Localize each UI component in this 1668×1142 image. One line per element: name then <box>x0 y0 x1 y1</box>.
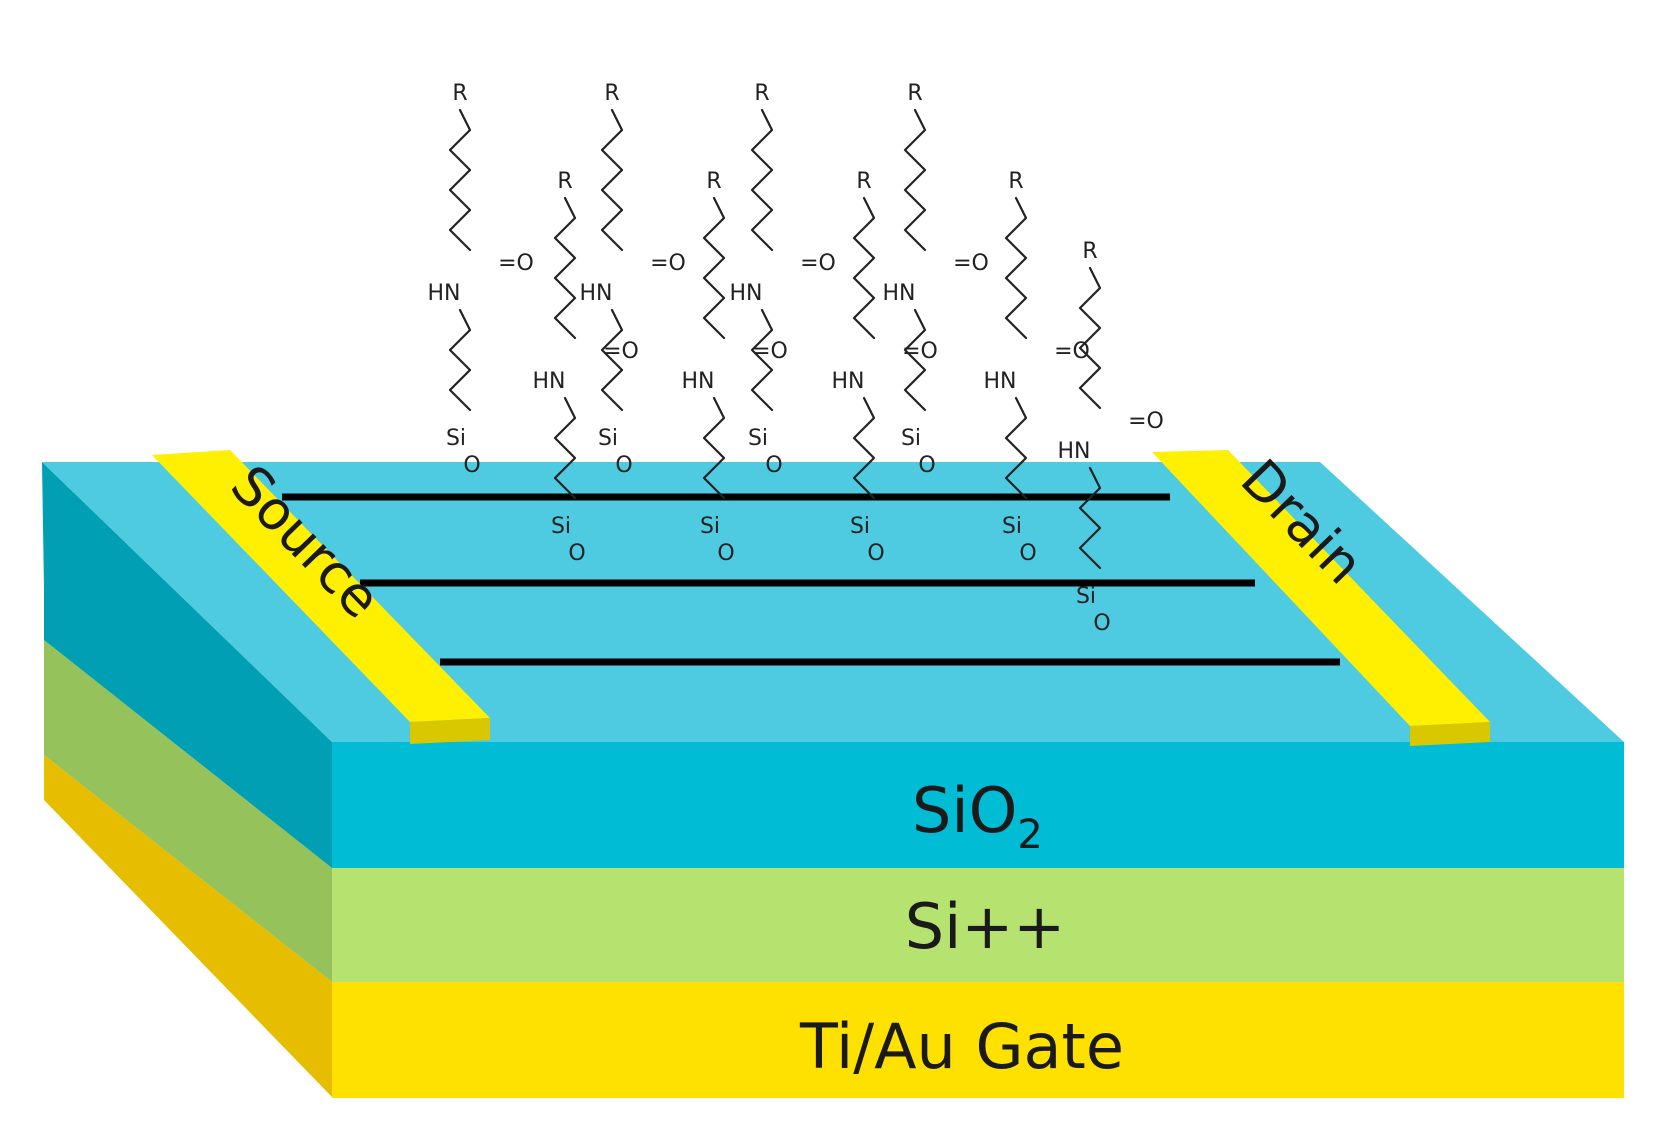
carbonyl-label: =O <box>603 339 639 364</box>
oxygen-atom-label: O <box>918 453 935 478</box>
amide-nh-label: HN <box>883 281 916 306</box>
silicon-layer-side <box>44 640 332 982</box>
carbonyl-label: =O <box>650 251 686 276</box>
silicon-atom-label: Si <box>446 426 466 451</box>
oxygen-atom-label: O <box>1093 611 1110 636</box>
r-group-label: R <box>1008 169 1023 194</box>
oxygen-atom-label: O <box>463 453 480 478</box>
alkyl-chain <box>448 308 472 412</box>
alkyl-chain <box>600 308 624 412</box>
r-group-label: R <box>706 169 721 194</box>
alkyl-chain <box>903 108 927 252</box>
source-electrode-side <box>410 718 490 744</box>
source-electrode-top <box>152 450 490 722</box>
silicon-label: Si++ <box>905 890 1065 963</box>
alkyl-chain <box>903 308 927 412</box>
gate-layer-front <box>332 982 1624 1098</box>
silicon-atom-label: Si <box>850 514 870 539</box>
amide-nh-label: HN <box>428 281 461 306</box>
oxygen-atom-label: O <box>1019 541 1036 566</box>
alkyl-chain <box>1004 396 1028 500</box>
alkyl-chain <box>1078 466 1102 570</box>
alkyl-chain <box>600 108 624 252</box>
oxide-layer-front <box>332 742 1624 868</box>
alkyl-chain <box>1004 196 1028 340</box>
oxygen-atom-label: O <box>717 541 734 566</box>
alkyl-chain <box>448 108 472 252</box>
carbonyl-label: =O <box>800 251 836 276</box>
oxide-label: SiO2 <box>912 774 1043 858</box>
carbonyl-label: =O <box>1128 409 1164 434</box>
oxide-layer-side <box>42 462 332 868</box>
alkyl-chain <box>750 108 774 252</box>
alkyl-chain <box>852 396 876 500</box>
r-group-label: R <box>452 81 467 106</box>
amide-nh-label: HN <box>1058 439 1091 464</box>
silicon-layer-front <box>332 868 1624 982</box>
silicon-atom-label: Si <box>551 514 571 539</box>
carbonyl-label: =O <box>498 251 534 276</box>
carbonyl-label: =O <box>953 251 989 276</box>
oxygen-atom-label: O <box>867 541 884 566</box>
r-group-label: R <box>557 169 572 194</box>
drain-electrode-side <box>1410 722 1490 746</box>
silicon-atom-label: Si <box>598 426 618 451</box>
r-group-label: R <box>907 81 922 106</box>
alkyl-chain <box>702 196 726 340</box>
carbonyl-label: =O <box>752 339 788 364</box>
oxygen-atom-label: O <box>568 541 585 566</box>
oxygen-atom-label: O <box>615 453 632 478</box>
gate-layer-side <box>44 755 332 1097</box>
alkyl-chain <box>750 308 774 412</box>
surface-molecules: R=OHNSiOR=OHNSiOR=OHNSiOR=OHNSiOR=OHNSiO… <box>428 81 1164 636</box>
alkyl-chain <box>1078 266 1102 410</box>
drain-electrode-top <box>1152 450 1490 726</box>
alkyl-chain <box>852 196 876 340</box>
silicon-atom-label: Si <box>748 426 768 451</box>
amide-nh-label: HN <box>682 369 715 394</box>
alkyl-chain <box>702 396 726 500</box>
amide-nh-label: HN <box>580 281 613 306</box>
silicon-atom-label: Si <box>901 426 921 451</box>
silicon-atom-label: Si <box>700 514 720 539</box>
silicon-atom-label: Si <box>1002 514 1022 539</box>
r-group-label: R <box>754 81 769 106</box>
oxygen-atom-label: O <box>765 453 782 478</box>
r-group-label: R <box>604 81 619 106</box>
silicon-atom-label: Si <box>1076 584 1096 609</box>
alkyl-chain <box>553 396 577 500</box>
r-group-label: R <box>856 169 871 194</box>
gate-label: Ti/Au Gate <box>799 1010 1124 1083</box>
carbonyl-label: =O <box>902 339 938 364</box>
alkyl-chain <box>553 196 577 340</box>
amide-nh-label: HN <box>730 281 763 306</box>
amide-nh-label: HN <box>533 369 566 394</box>
r-group-label: R <box>1082 239 1097 264</box>
amide-nh-label: HN <box>984 369 1017 394</box>
amide-nh-label: HN <box>832 369 865 394</box>
